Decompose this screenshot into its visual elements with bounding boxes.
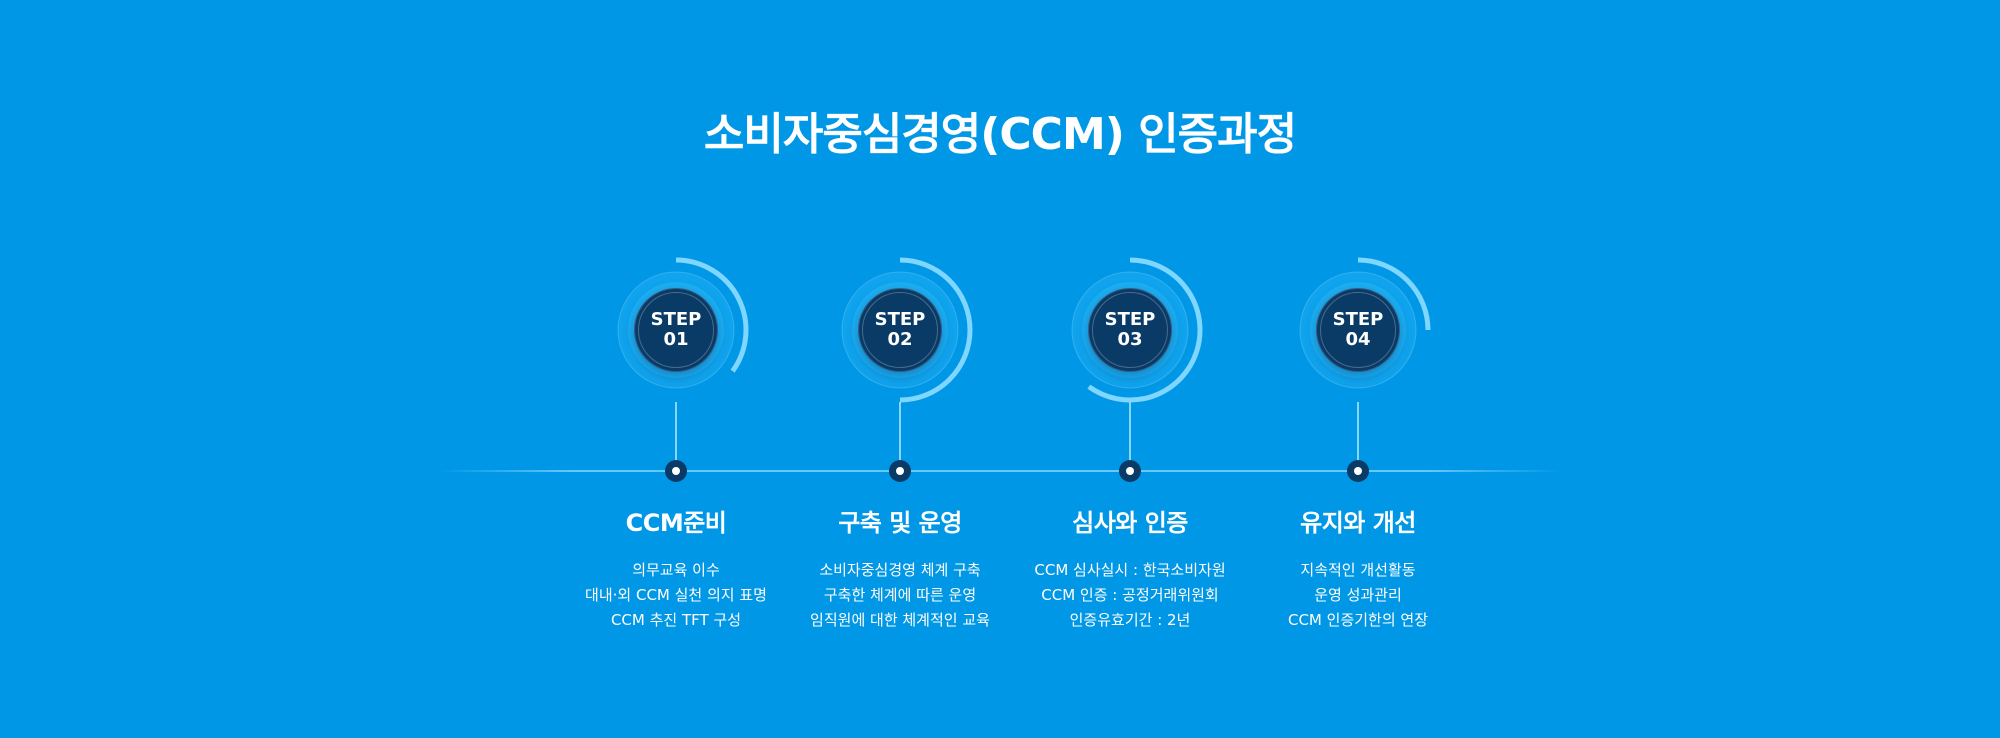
step-02-line-1: 소비자중심경영 체계 구축 xyxy=(819,561,981,579)
step-03-line-1: CCM 심사실시 : 한국소비자원 xyxy=(1034,561,1226,579)
step-02-number: 02 xyxy=(887,329,913,350)
step-04-badge: STEP 04 xyxy=(1316,288,1400,372)
step-02-timeline-dot xyxy=(889,460,911,482)
step-01-number: 01 xyxy=(663,329,689,350)
step-03-line-2: CCM 인증 : 공정거래위원회 xyxy=(1041,586,1219,604)
step-04-label: STEP xyxy=(1332,309,1384,330)
step-01-progress-arc xyxy=(675,257,749,373)
step-03-badge: STEP 03 xyxy=(1088,288,1172,372)
step-01-badge-ring xyxy=(638,292,714,368)
step-02-dot-core xyxy=(896,467,904,475)
step-01-timeline-dot xyxy=(665,460,687,482)
step-01-line-2: 대내·외 CCM 실천 의지 표명 xyxy=(585,586,767,604)
step-04-dot-core xyxy=(1354,467,1362,475)
step-04-progress-arc xyxy=(1357,257,1431,331)
step-01-line-1: 의무교육 이수 xyxy=(632,561,720,579)
step-01-badge: STEP 01 xyxy=(634,288,718,372)
step-01-description: 의무교육 이수 대내·외 CCM 실천 의지 표명 CCM 추진 TFT 구성 xyxy=(506,558,846,633)
step-03-title: 심사와 인증 xyxy=(1072,509,1188,537)
step-02-label: STEP xyxy=(874,309,926,330)
step-01-connector xyxy=(675,402,677,464)
step-01-title: CCM준비 xyxy=(625,509,727,537)
timeline-line xyxy=(440,470,1560,472)
step-01-line-3: CCM 추진 TFT 구성 xyxy=(610,611,742,629)
step-02-description: 소비자중심경영 체계 구축 구축한 체계에 따른 운영 임직원에 대한 체계적인… xyxy=(730,558,1070,633)
step-04-number: 04 xyxy=(1345,329,1371,350)
step-03-badge-ring xyxy=(1092,292,1168,368)
page-title: 소비자중심경영(CCM) 인증과정 xyxy=(703,109,1297,160)
step-04-line-2: 운영 성과관리 xyxy=(1314,586,1402,604)
step-01-label: STEP xyxy=(650,309,702,330)
step-03-connector xyxy=(1129,402,1131,464)
step-02-line-2: 구축한 체계에 따른 운영 xyxy=(823,586,977,604)
step-01-dot-core xyxy=(672,467,680,475)
step-04-description: 지속적인 개선활동 운영 성과관리 CCM 인증기한의 연장 xyxy=(1188,558,1528,633)
step-02-line-3: 임직원에 대한 체계적인 교육 xyxy=(810,611,990,629)
step-04-title: 유지와 개선 xyxy=(1300,509,1416,537)
step-03-label: STEP xyxy=(1104,309,1156,330)
step-03-number: 03 xyxy=(1117,329,1143,350)
step-04-line-3: CCM 인증기한의 연장 xyxy=(1287,611,1429,629)
step-02-badge: STEP 02 xyxy=(858,288,942,372)
step-03-dot-core xyxy=(1126,467,1134,475)
step-04-badge-ring xyxy=(1320,292,1396,368)
step-03-description: CCM 심사실시 : 한국소비자원 CCM 인증 : 공정거래위원회 인증유효기… xyxy=(960,558,1300,633)
step-02-progress-arc xyxy=(899,257,973,403)
step-03-progress-arc xyxy=(1087,257,1203,403)
step-02-title: 구축 및 운영 xyxy=(838,509,962,537)
step-03-line-3: 인증유효기간 : 2년 xyxy=(1069,611,1191,629)
step-02-connector xyxy=(899,402,901,464)
step-02-badge-ring xyxy=(862,292,938,368)
step-04-connector xyxy=(1357,402,1359,464)
step-04-line-1: 지속적인 개선활동 xyxy=(1300,561,1416,579)
step-03-timeline-dot xyxy=(1119,460,1141,482)
step-04-timeline-dot xyxy=(1347,460,1369,482)
